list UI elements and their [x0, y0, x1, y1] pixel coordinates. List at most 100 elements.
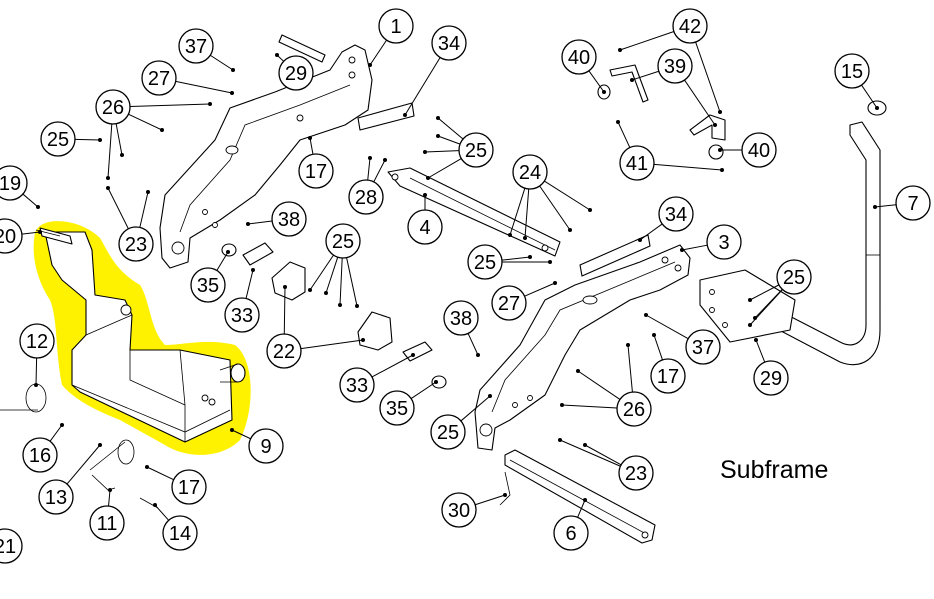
callout-c29b[interactable]: 29: [753, 360, 789, 396]
callout-c23b[interactable]: 23: [618, 455, 654, 491]
leader-c22-1: [300, 339, 364, 350]
callout-number: 22: [273, 341, 295, 363]
callout-circle: [19, 323, 55, 359]
callout-circle: [776, 259, 812, 295]
callout-c37a[interactable]: 37: [178, 28, 214, 64]
callout-c17c[interactable]: 17: [171, 469, 207, 505]
fastener-c4-0: [423, 193, 427, 197]
callout-c17a[interactable]: 17: [298, 153, 334, 189]
fastener-c14-0: [153, 503, 157, 507]
fastener-c25c-2: [338, 303, 342, 307]
fastener-c3-0: [680, 248, 684, 252]
fastener-c6-0: [583, 498, 587, 502]
fastener-c40a-0: [602, 90, 606, 94]
callout-c39[interactable]: 39: [657, 48, 693, 84]
callout-c12[interactable]: 12: [19, 323, 55, 359]
callout-c33a[interactable]: 33: [224, 297, 260, 333]
callout-c38a[interactable]: 38: [271, 201, 307, 237]
shaft-part-4: [387, 167, 561, 257]
callout-c40b[interactable]: 40: [741, 132, 777, 168]
callout-circle: [89, 505, 125, 541]
callout-number: 23: [125, 234, 147, 256]
callout-c25a[interactable]: 25: [40, 121, 76, 157]
leader-c25c-1: [325, 257, 339, 294]
fastener-c25b-3: [426, 176, 430, 180]
callout-c38b[interactable]: 38: [443, 300, 479, 336]
callout-c42[interactable]: 42: [672, 8, 708, 44]
callout-c25c[interactable]: 25: [325, 223, 361, 259]
callout-c29a[interactable]: 29: [278, 55, 314, 91]
callout-c24[interactable]: 24: [512, 154, 548, 190]
fastener-c22-0: [283, 285, 287, 289]
callout-c28[interactable]: 28: [348, 179, 384, 215]
leader-c38b-0: [467, 333, 479, 356]
callout-c40a[interactable]: 40: [561, 39, 597, 75]
callout-circle: [348, 179, 384, 215]
callout-c37b[interactable]: 37: [685, 329, 721, 365]
fastener-c38a-0: [246, 222, 250, 226]
callout-number: 25: [474, 252, 496, 274]
callout-c15[interactable]: 15: [834, 53, 870, 89]
callout-c23a[interactable]: 23: [118, 226, 154, 262]
callout-c11[interactable]: 11: [89, 505, 125, 541]
leader-c26b-0: [627, 344, 633, 393]
callout-c26b[interactable]: 26: [616, 391, 652, 427]
callout-c22[interactable]: 22: [266, 333, 302, 369]
callout-c35b[interactable]: 35: [379, 390, 415, 426]
fastener-c38b-0: [476, 353, 480, 357]
callout-number: 38: [450, 308, 472, 330]
callout-c1[interactable]: 1: [378, 8, 414, 44]
callout-circle: [339, 367, 375, 403]
callout-c9[interactable]: 9: [248, 428, 284, 464]
callout-circle: [619, 145, 655, 181]
callout-c19[interactable]: 19: [0, 165, 28, 201]
fastener-c26b-1: [576, 369, 580, 373]
callout-c21[interactable]: 21: [0, 528, 23, 564]
callout-c25d[interactable]: 25: [467, 244, 503, 280]
callout-number: 16: [29, 445, 51, 467]
callout-number: 19: [0, 173, 21, 195]
callout-circle: [430, 414, 466, 450]
leader-c23a-1: [139, 191, 149, 228]
fastener-c17c-0: [145, 465, 149, 469]
leader-c42-0: [619, 31, 675, 51]
leader-c40a-0: [588, 70, 605, 93]
callout-c34b[interactable]: 34: [658, 196, 694, 232]
callout-c14[interactable]: 14: [162, 515, 198, 551]
callout-c33b[interactable]: 33: [339, 367, 375, 403]
highlight-part-9[interactable]: [33, 221, 251, 455]
callout-c17b[interactable]: 17: [650, 358, 686, 394]
callout-c27a[interactable]: 27: [141, 60, 177, 96]
pin-part-30: [499, 471, 511, 506]
callout-number: 25: [47, 129, 69, 151]
callout-c27b[interactable]: 27: [491, 285, 527, 321]
fastener-c25b-2: [423, 150, 427, 154]
callout-c25f[interactable]: 25: [430, 414, 466, 450]
callout-c41[interactable]: 41: [619, 145, 655, 181]
callout-c34a[interactable]: 34: [431, 25, 467, 61]
fastener-c25c-1: [324, 291, 328, 295]
fastener-c41-0: [616, 120, 620, 124]
callout-number: 6: [565, 523, 576, 545]
fastener-c27b-0: [553, 281, 557, 285]
callout-c20[interactable]: 20: [0, 218, 23, 254]
callout-circle: [271, 201, 307, 237]
callout-c25b[interactable]: 25: [458, 132, 494, 168]
callout-c6[interactable]: 6: [553, 515, 589, 551]
callout-c25e[interactable]: 25: [776, 259, 812, 295]
fastener-c25d-1: [528, 255, 532, 259]
callout-c16[interactable]: 16: [22, 437, 58, 473]
callout-c35a[interactable]: 35: [190, 267, 226, 303]
callout-number: 40: [568, 47, 590, 69]
callout-c7[interactable]: 7: [895, 185, 931, 221]
callout-circle: [561, 39, 597, 75]
leader-c24-2: [539, 185, 571, 231]
callout-c3[interactable]: 3: [706, 224, 742, 260]
leader-c29b-0: [755, 339, 766, 363]
callout-c13[interactable]: 13: [38, 479, 74, 515]
leader-c24-1: [524, 188, 530, 239]
callout-c4[interactable]: 4: [407, 209, 443, 245]
callout-number: 15: [841, 61, 863, 83]
callout-c30[interactable]: 30: [441, 492, 477, 528]
callout-c26a[interactable]: 26: [95, 89, 131, 125]
